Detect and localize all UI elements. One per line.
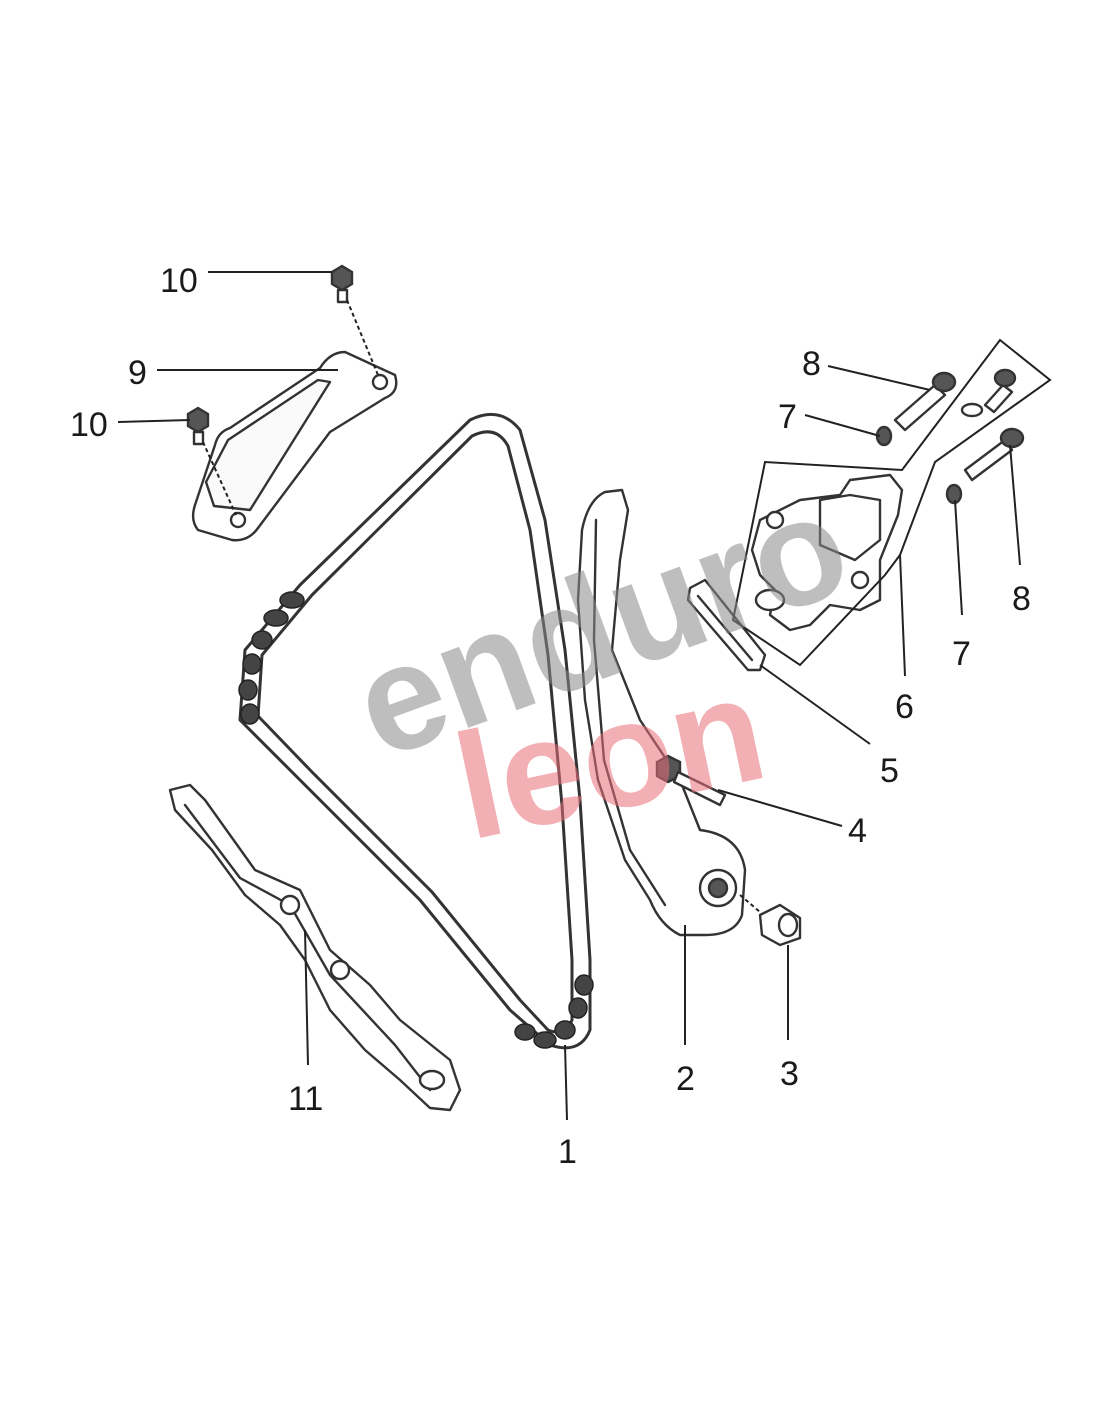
cam-chain-tensioner	[750, 473, 904, 632]
callout-8-right: 8	[1012, 580, 1031, 618]
guide-pivot-bolt	[655, 754, 727, 807]
chain-links-bottom	[514, 974, 594, 1049]
tensioner-bolt-upper-left	[893, 371, 957, 432]
callout-5: 5	[880, 752, 899, 790]
bolt-left	[186, 406, 237, 516]
sealing-washer-middle	[960, 402, 984, 418]
callout-6: 6	[895, 688, 914, 726]
sealing-washer-right	[945, 483, 963, 505]
callout-2: 2	[676, 1060, 695, 1098]
callout-1: 1	[558, 1133, 577, 1171]
leader-lines	[117, 271, 1021, 1121]
tensioner-group-outline	[731, 338, 1052, 667]
callout-11: 11	[288, 1080, 323, 1118]
callout-10-left: 10	[70, 406, 108, 444]
bolt-top	[330, 264, 379, 376]
callout-labels: 10 9 10 8 7 8 7 6 5 4 3 2 1 11	[70, 262, 1031, 1171]
callout-7-right: 7	[952, 635, 971, 673]
callout-8-top: 8	[802, 345, 821, 383]
callout-9: 9	[128, 354, 147, 392]
tensioner-bolt-lower-right	[963, 427, 1025, 482]
callout-3: 3	[780, 1055, 799, 1093]
chain-tensioner-guide	[576, 488, 747, 937]
tensioner-gasket	[686, 578, 767, 672]
callout-7-top: 7	[778, 398, 797, 436]
tensioner-bolt-upper-right	[983, 368, 1017, 414]
chain-links-left	[238, 591, 305, 725]
callout-10-top: 10	[160, 262, 198, 300]
pivot-collar	[739, 894, 802, 947]
fixed-chain-guide	[168, 783, 462, 1112]
callout-4: 4	[848, 812, 867, 850]
upper-chain-guide-plate	[191, 350, 398, 542]
timing-chain	[238, 412, 594, 1050]
